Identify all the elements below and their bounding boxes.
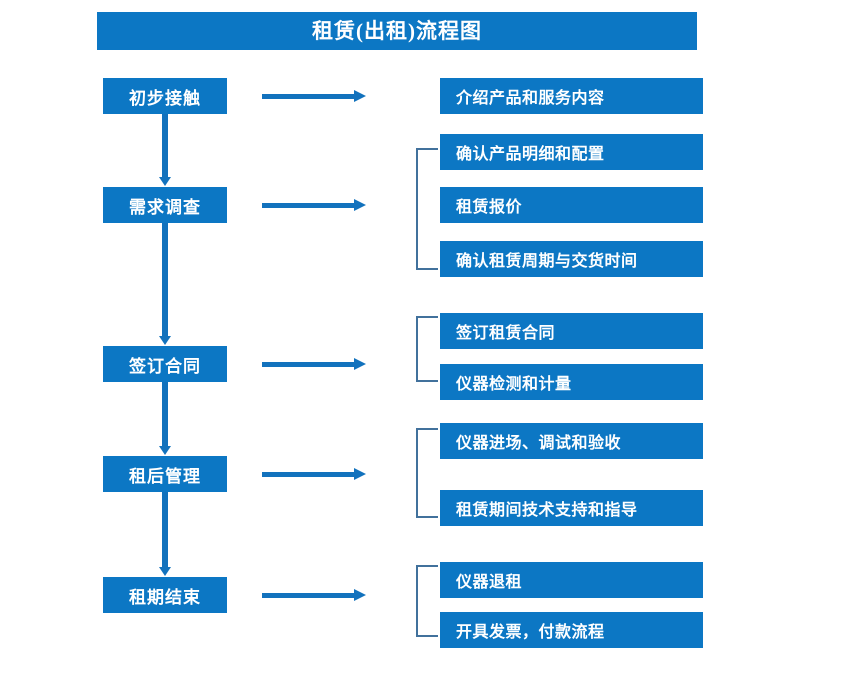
detail-node-2[interactable]: 确认产品明细和配置 <box>440 134 703 170</box>
down-arrow-icon-1 <box>159 114 171 186</box>
right-arrow-icon-5 <box>262 589 366 601</box>
detail-node-1[interactable]: 介绍产品和服务内容 <box>440 78 703 114</box>
stage-node-3[interactable]: 签订合同 <box>103 346 227 382</box>
detail-node-8[interactable]: 租赁期间技术支持和指导 <box>440 490 703 526</box>
stage-node-4[interactable]: 租后管理 <box>103 456 227 492</box>
stage-node-2[interactable]: 需求调查 <box>103 187 227 223</box>
detail-node-6[interactable]: 仪器检测和计量 <box>440 364 703 400</box>
group-bracket-icon-1 <box>416 148 438 270</box>
down-arrow-icon-4 <box>159 492 171 576</box>
right-arrow-icon-2 <box>262 199 366 211</box>
right-arrow-icon-1 <box>262 90 366 102</box>
detail-node-5[interactable]: 签订租赁合同 <box>440 313 703 349</box>
group-bracket-icon-4 <box>416 565 438 637</box>
detail-node-10[interactable]: 开具发票，付款流程 <box>440 612 703 648</box>
right-arrow-icon-3 <box>262 358 366 370</box>
detail-node-9[interactable]: 仪器退租 <box>440 562 703 598</box>
detail-node-7[interactable]: 仪器进场、调试和验收 <box>440 423 703 459</box>
group-bracket-icon-3 <box>416 428 438 518</box>
right-arrow-icon-4 <box>262 468 366 480</box>
stage-node-1[interactable]: 初步接触 <box>103 78 227 114</box>
chart-title: 租赁(出租)流程图 <box>97 12 697 50</box>
detail-node-4[interactable]: 确认租赁周期与交货时间 <box>440 241 703 277</box>
group-bracket-icon-2 <box>416 316 438 382</box>
stage-node-5[interactable]: 租期结束 <box>103 577 227 613</box>
down-arrow-icon-3 <box>159 382 171 455</box>
detail-node-3[interactable]: 租赁报价 <box>440 187 703 223</box>
down-arrow-icon-2 <box>159 223 171 345</box>
